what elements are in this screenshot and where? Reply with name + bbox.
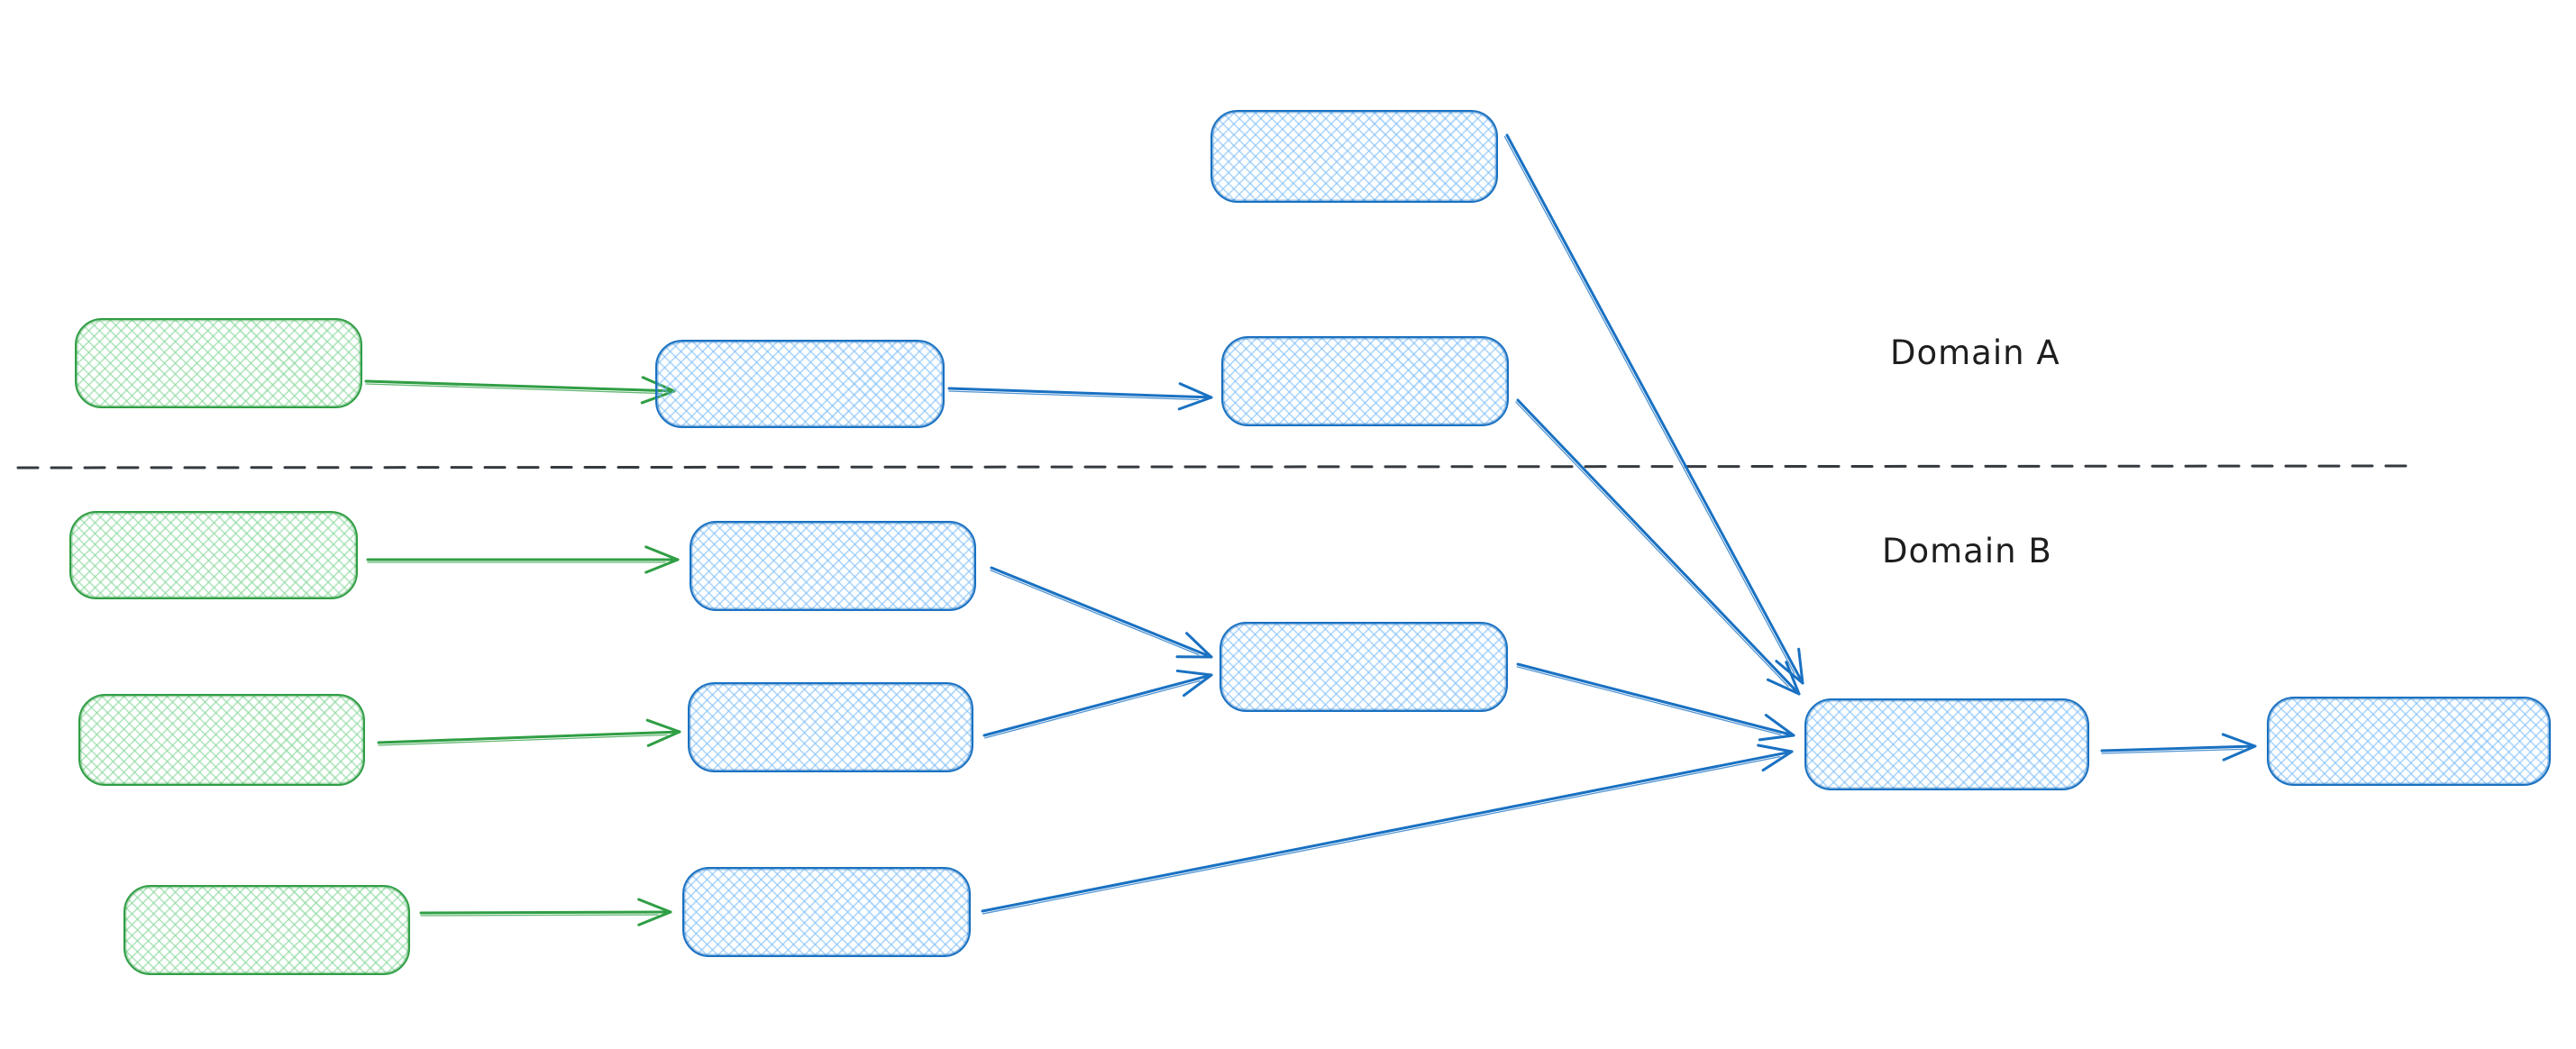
- domain-b-step-1-box[interactable]: [690, 521, 976, 611]
- domain-a-top-box[interactable]: [1210, 110, 1498, 203]
- domain-a-step-1-box[interactable]: [655, 340, 945, 428]
- arrow-b-step-3-to-merge[interactable]: [981, 743, 1794, 915]
- domain-b-step-3-box[interactable]: [682, 867, 971, 957]
- domain-b-source-1-box[interactable]: [69, 511, 358, 599]
- arrow-a-source-to-step-1[interactable]: [364, 376, 676, 405]
- domain-b-step-2-box[interactable]: [688, 682, 973, 772]
- domain-b-join-box[interactable]: [1219, 622, 1508, 712]
- arrow-b-step-1-to-join[interactable]: [990, 566, 1213, 659]
- arrow-merge-to-output[interactable]: [2100, 733, 2257, 762]
- arrow-a-step-2-to-merge[interactable]: [1515, 398, 1801, 696]
- arrow-b-source-3-to-step-3[interactable]: [419, 898, 672, 926]
- domain-divider-dashed-line[interactable]: [16, 464, 2417, 470]
- domain-b-label[interactable]: Domain B: [1882, 532, 2052, 570]
- domain-a-source-box[interactable]: [75, 318, 362, 408]
- arrow-b-step-2-to-join[interactable]: [982, 669, 1213, 739]
- arrow-a-top-to-merge[interactable]: [1503, 133, 1804, 685]
- domain-a-label[interactable]: Domain A: [1890, 333, 2060, 372]
- domain-a-step-2-box[interactable]: [1221, 336, 1509, 426]
- domain-b-source-3-box[interactable]: [123, 885, 410, 975]
- arrow-b-join-to-merge[interactable]: [1516, 662, 1795, 742]
- domain-b-merge-box[interactable]: [1804, 698, 2089, 790]
- domain-b-output-box[interactable]: [2267, 697, 2551, 786]
- domain-b-source-2-box[interactable]: [78, 694, 365, 786]
- arrow-b-source-1-to-step-1[interactable]: [366, 545, 680, 574]
- arrow-a-step-1-to-step-2[interactable]: [947, 382, 1213, 411]
- arrow-b-source-2-to-step-2[interactable]: [377, 718, 681, 747]
